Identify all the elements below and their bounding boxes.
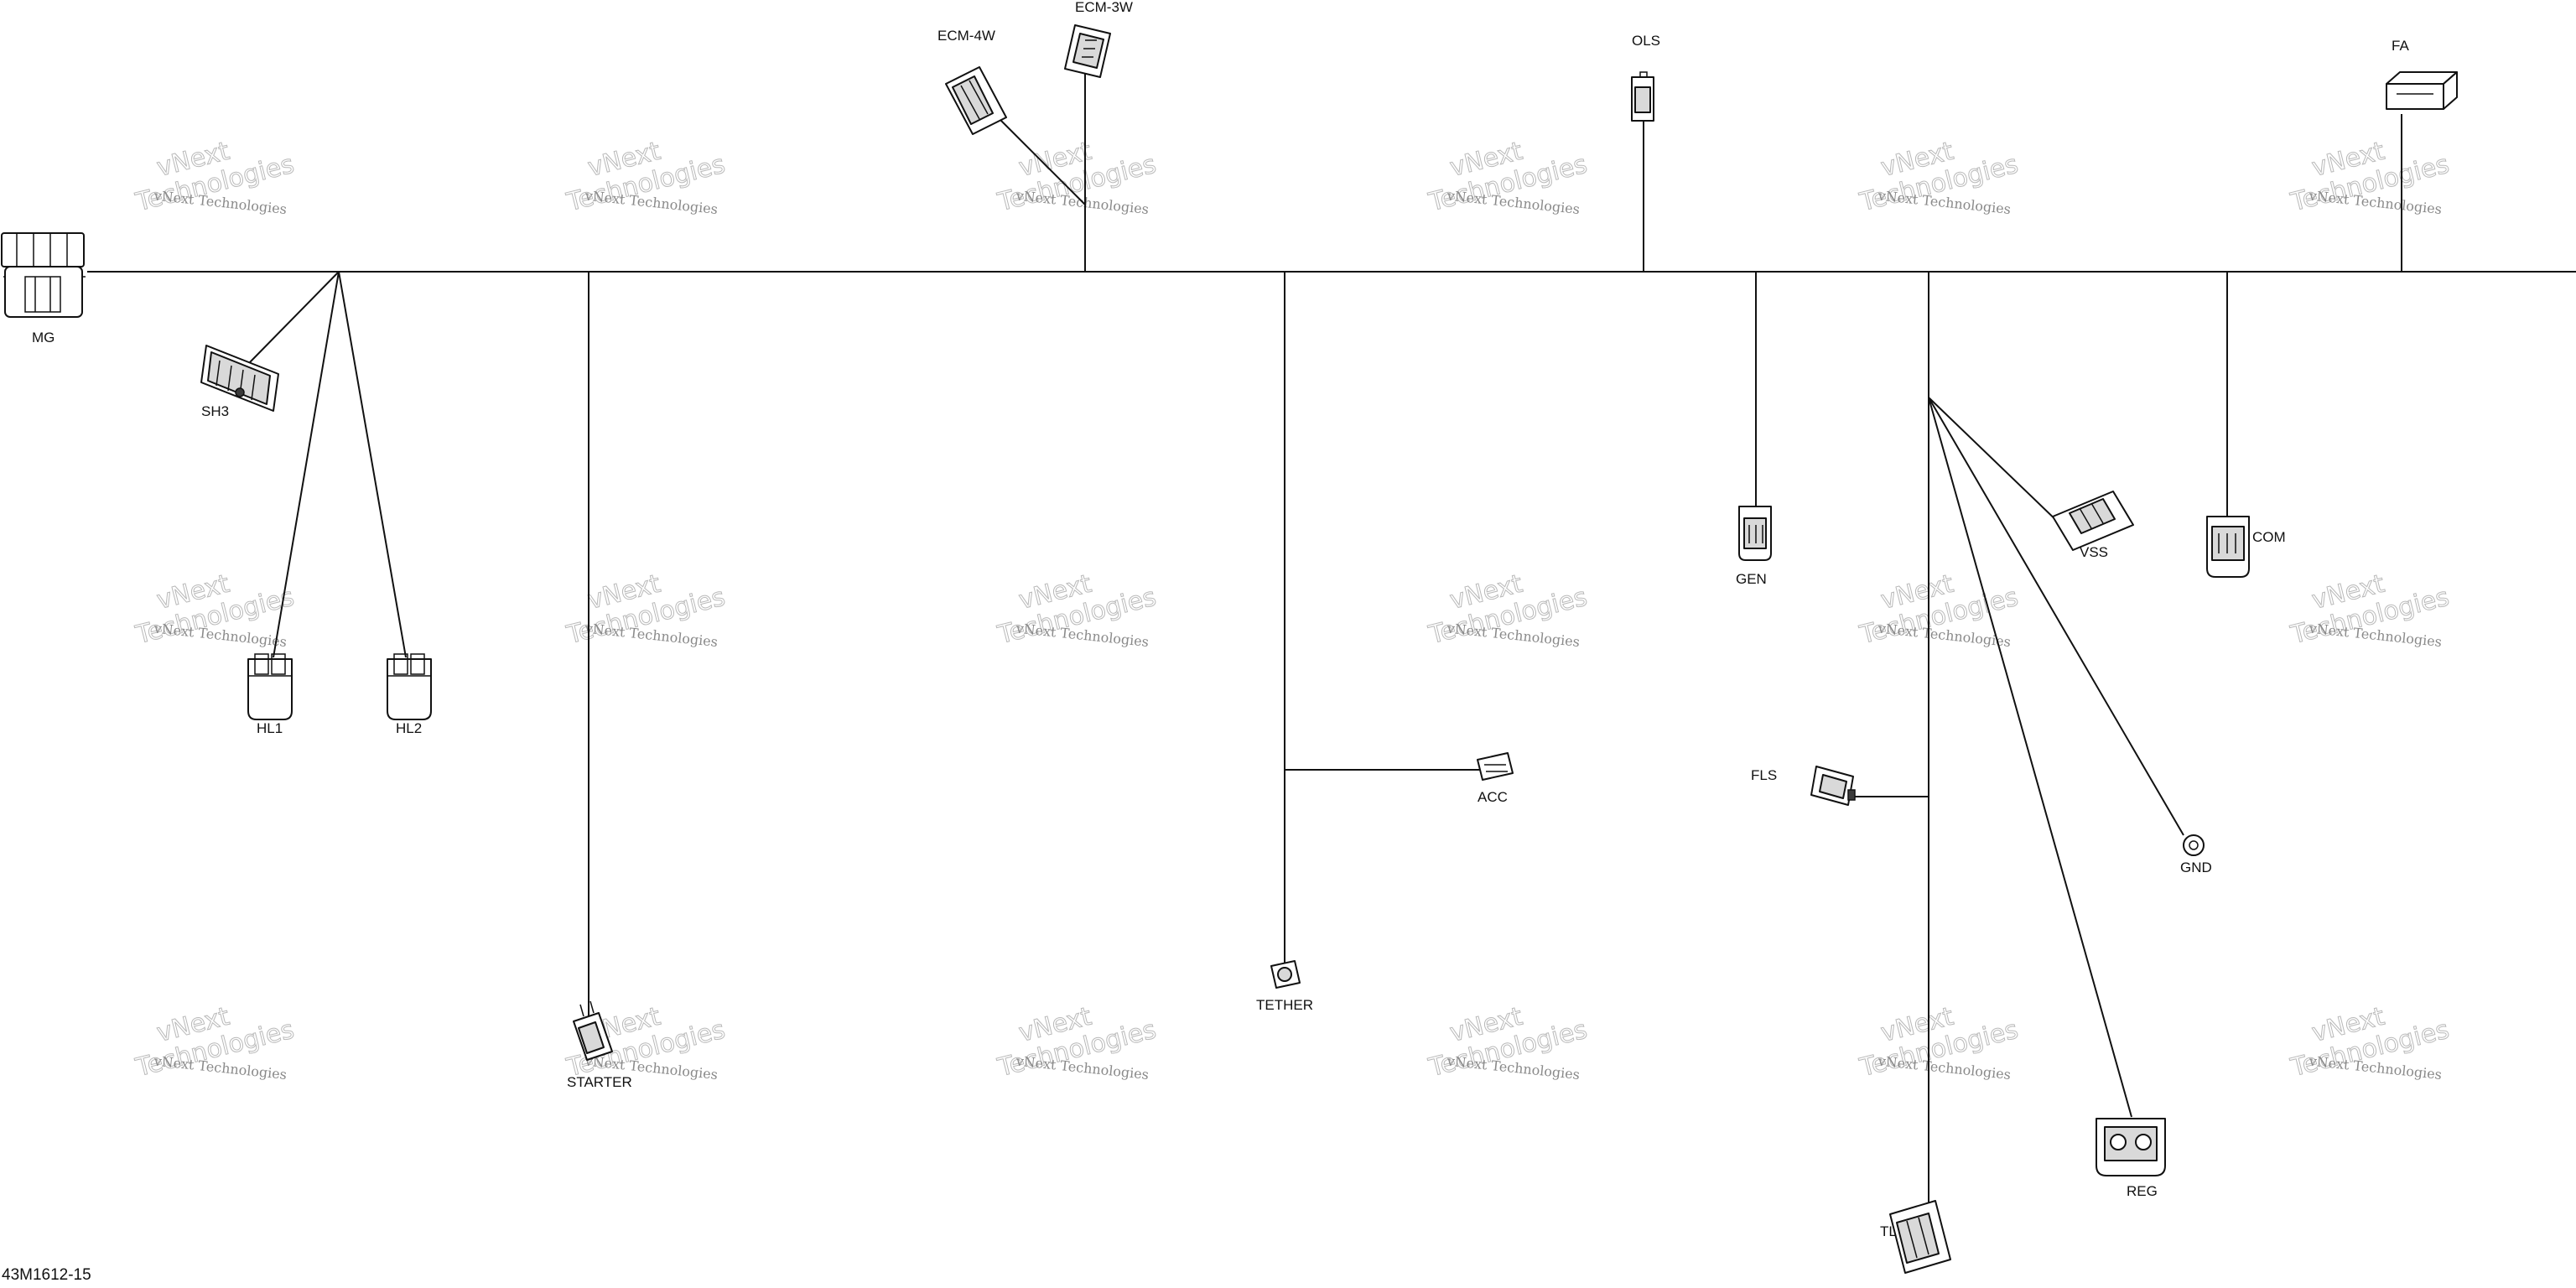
connector-vss xyxy=(2052,491,2134,551)
wire-reg xyxy=(1928,397,2132,1118)
label-sh3: SH3 xyxy=(201,403,229,419)
label-hl2: HL2 xyxy=(396,720,422,736)
wire-hl2 xyxy=(338,271,407,658)
wire-ecm-4w xyxy=(989,108,1086,205)
wire-vss xyxy=(1928,397,2064,527)
label-acc: ACC xyxy=(1478,789,1508,805)
label-hl1: HL1 xyxy=(257,720,283,736)
label-gen: GEN xyxy=(1736,571,1767,587)
connector-mg xyxy=(1,232,86,318)
connector-fls xyxy=(1810,766,1856,806)
connector-ecm-4w xyxy=(945,66,1007,135)
wire-gnd xyxy=(1928,397,2184,836)
connector-tether xyxy=(1270,960,1301,989)
harness-wires xyxy=(87,74,2576,1216)
label-com: COM xyxy=(2252,529,2286,545)
connector-acc xyxy=(1477,752,1514,781)
label-tether: TETHER xyxy=(1256,997,1313,1013)
label-fls: FLS xyxy=(1751,767,1777,783)
label-tl: TL xyxy=(1880,1223,1897,1239)
wire-sh3 xyxy=(249,271,340,363)
connector-gnd xyxy=(2183,834,2205,856)
figure-id: 43M1612-15 xyxy=(2,1266,91,1284)
label-gnd: GND xyxy=(2180,860,2212,875)
connector-com xyxy=(2206,516,2250,578)
connector-gen xyxy=(1738,506,1772,561)
label-starter: STARTER xyxy=(567,1074,632,1090)
label-mg: MG xyxy=(32,330,55,345)
label-ecm-4w: ECM-4W xyxy=(937,28,995,44)
connector-starter xyxy=(573,1000,613,1061)
label-ols: OLS xyxy=(1632,33,1660,49)
connector-tl xyxy=(1889,1200,1951,1274)
connector-fa xyxy=(2386,71,2458,110)
connector-ecm-3w xyxy=(1064,24,1111,78)
label-fa: FA xyxy=(2392,38,2409,54)
connector-reg xyxy=(2096,1118,2166,1176)
label-vss: VSS xyxy=(2080,544,2108,560)
label-reg: REG xyxy=(2127,1183,2158,1199)
wire-hl1 xyxy=(273,271,340,658)
connector-hl2 xyxy=(387,653,432,720)
connector-ols xyxy=(1631,71,1654,122)
connector-labels: MG SH3 HL1 HL2 STARTER ECM-4W ECM-3W TET… xyxy=(32,0,2409,1239)
label-ecm-3w: ECM-3W xyxy=(1075,0,1133,15)
connector-hl1 xyxy=(247,653,293,720)
connector-sh3 xyxy=(200,345,279,412)
